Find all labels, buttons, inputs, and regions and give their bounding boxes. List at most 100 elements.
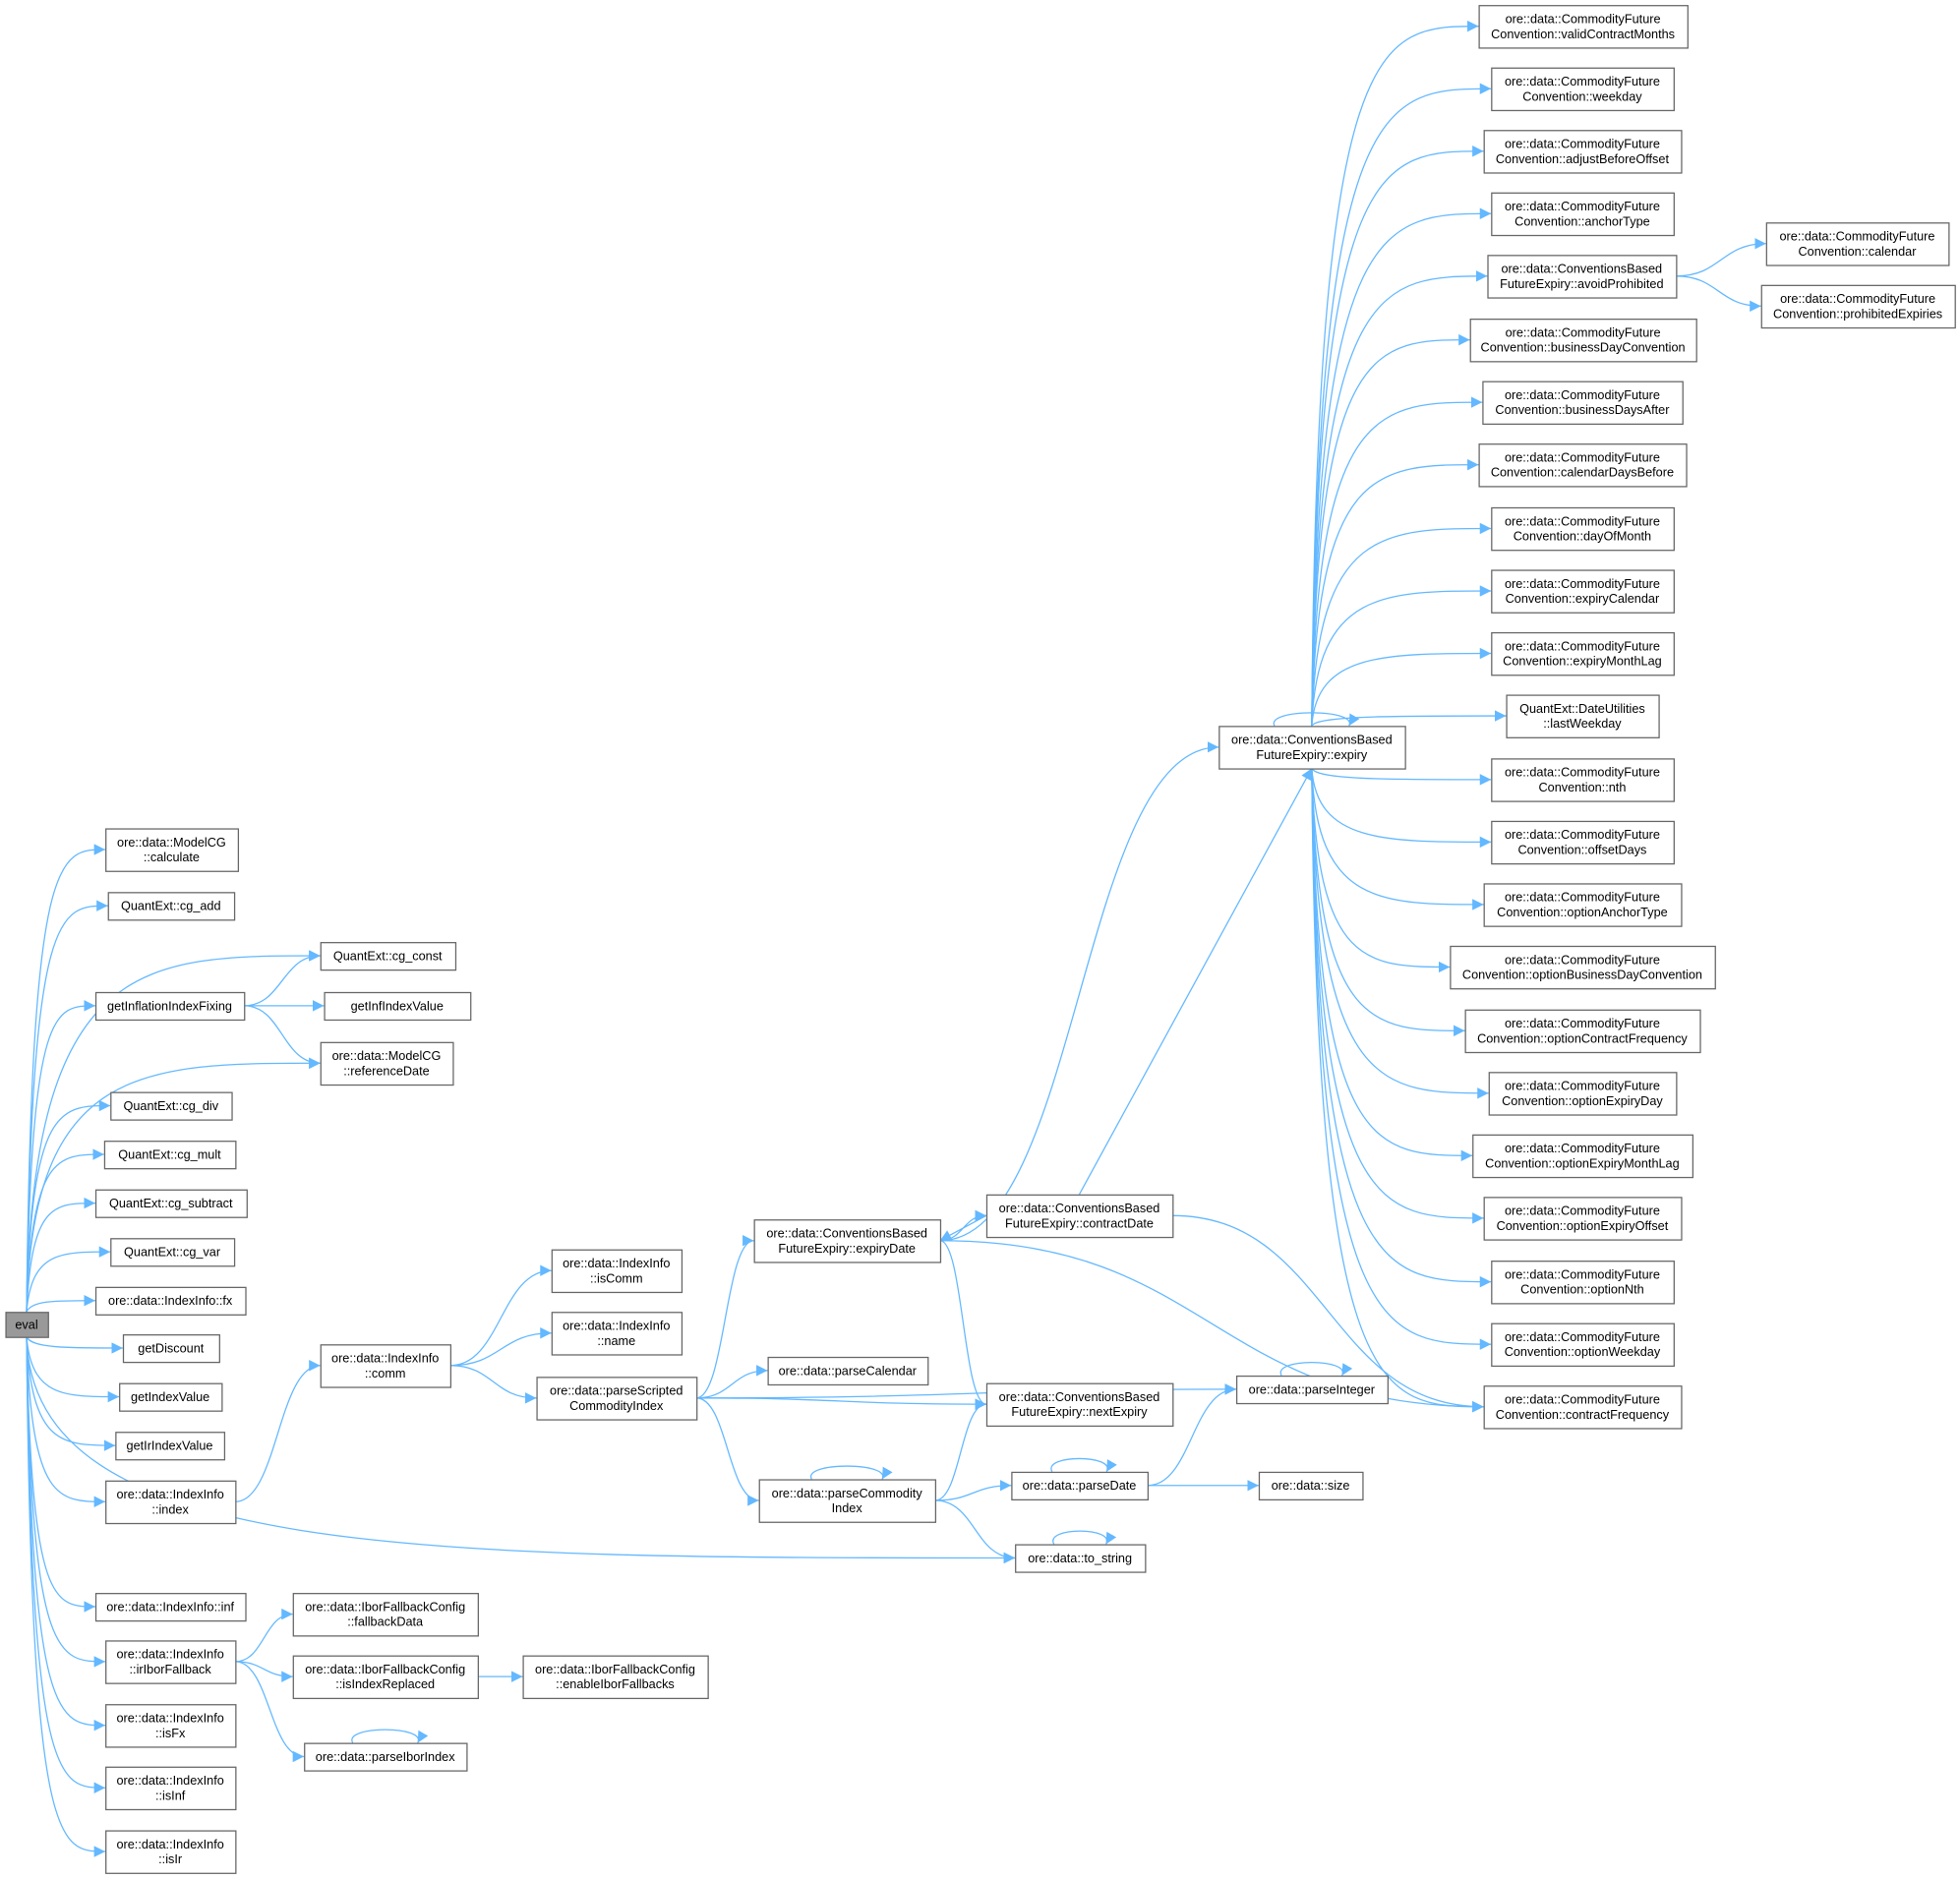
node-label: ::comm — [365, 1367, 406, 1380]
node-isComm[interactable]: ore::data::IndexInfo::isComm — [551, 1249, 683, 1294]
node-adjustBeforeOffset[interactable]: ore::data::CommodityFutureConvention::ad… — [1483, 130, 1683, 174]
node-label: getInflationIndexFixing — [107, 999, 232, 1013]
node-irIborFallback[interactable]: ore::data::IndexInfo::irIborFallback — [105, 1640, 237, 1684]
edge-expiry-to-optionBusinessDayConvention — [1311, 768, 1451, 973]
node-parseIborIndex[interactable]: ore::data::parseIborIndex — [304, 1742, 468, 1772]
node-calculate[interactable]: ore::data::ModelCG::calculate — [105, 828, 240, 872]
edge-getInflationIndexFixing-to-cg_const — [244, 950, 321, 1007]
node-avoidProhibited[interactable]: ore::data::ConventionsBasedFutureExpiry:… — [1487, 255, 1678, 299]
node-enableIborFallbacks[interactable]: ore::data::IborFallbackConfig::enableIbo… — [522, 1655, 709, 1700]
edge-expiry-to-nth — [1311, 768, 1492, 786]
node-parseInteger[interactable]: ore::data::parseInteger — [1235, 1375, 1389, 1405]
node-label: ore::data::parseIborIndex — [316, 1750, 455, 1764]
node-label: Convention::contractFrequency — [1496, 1408, 1670, 1422]
node-label: ore::data::ConventionsBased — [999, 1202, 1160, 1215]
nodes-layer: evalore::data::ModelCG::calculateQuantEx… — [5, 5, 1956, 1874]
node-isIr[interactable]: ore::data::IndexInfo::isIr — [105, 1830, 237, 1874]
node-getDiscount[interactable]: getDiscount — [122, 1334, 220, 1364]
node-fx[interactable]: ore::data::IndexInfo::fx — [94, 1286, 247, 1316]
edge-eval-to-index — [26, 1336, 106, 1507]
edge-expiry-to-optionExpiryOffset — [1311, 768, 1484, 1224]
node-label: ::isIr — [158, 1852, 183, 1866]
node-label: ore::data::CommodityFuture — [1505, 200, 1660, 213]
node-label: ore::data::CommodityFuture — [1505, 891, 1660, 905]
node-fallbackData[interactable]: ore::data::IborFallbackConfig::fallbackD… — [292, 1593, 479, 1637]
node-size[interactable]: ore::data::size — [1258, 1471, 1364, 1501]
node-prohibitedExpiries[interactable]: ore::data::CommodityFutureConvention::pr… — [1760, 284, 1956, 329]
node-parseCalendar[interactable]: ore::data::parseCalendar — [767, 1356, 929, 1386]
node-anchorType[interactable]: ore::data::CommodityFutureConvention::an… — [1491, 192, 1675, 237]
node-contractDate[interactable]: ore::data::ConventionsBasedFutureExpiry:… — [985, 1194, 1174, 1239]
node-isIndexReplaced[interactable]: ore::data::IborFallbackConfig::isIndexRe… — [292, 1655, 479, 1700]
node-label: ore::data::CommodityFuture — [1505, 828, 1660, 842]
node-comm[interactable]: ore::data::IndexInfo::comm — [320, 1344, 452, 1388]
node-businessDayConvention[interactable]: ore::data::CommodityFutureConvention::bu… — [1469, 319, 1697, 363]
node-offsetDays[interactable]: ore::data::CommodityFutureConvention::of… — [1491, 820, 1675, 865]
node-label: ::fallbackData — [347, 1615, 424, 1629]
node-label: getIrIndexValue — [127, 1439, 213, 1453]
node-dayOfMonth[interactable]: ore::data::CommodityFutureConvention::da… — [1491, 506, 1675, 552]
node-contractFrequency[interactable]: ore::data::CommodityFutureConvention::co… — [1483, 1385, 1683, 1430]
node-label: Convention::validContractMonths — [1491, 28, 1675, 41]
node-label: ore::data::ModelCG — [117, 836, 226, 850]
node-name[interactable]: ore::data::IndexInfo::name — [551, 1312, 683, 1356]
node-isInf[interactable]: ore::data::IndexInfo::isInf — [105, 1766, 237, 1811]
node-index[interactable]: ore::data::IndexInfo::index — [105, 1480, 237, 1525]
node-cg_mult[interactable]: QuantExt::cg_mult — [103, 1141, 237, 1170]
node-nth[interactable]: ore::data::CommodityFutureConvention::nt… — [1491, 758, 1675, 802]
edge-expiry-to-businessDayConvention — [1311, 333, 1470, 727]
node-optionExpiryMonthLag[interactable]: ore::data::CommodityFutureConvention::op… — [1472, 1134, 1694, 1179]
node-parseDate[interactable]: ore::data::parseDate — [1011, 1471, 1150, 1501]
node-getIrIndexValue[interactable]: getIrIndexValue — [115, 1432, 226, 1461]
node-optionNth[interactable]: ore::data::CommodityFutureConvention::op… — [1491, 1261, 1675, 1305]
edge-comm-to-name — [449, 1327, 552, 1367]
node-cg_var[interactable]: QuantExt::cg_var — [110, 1238, 236, 1267]
node-cg_subtract[interactable]: QuantExt::cg_subtract — [94, 1189, 248, 1218]
node-label: Convention::offsetDays — [1517, 843, 1646, 856]
node-cg_div[interactable]: QuantExt::cg_div — [110, 1091, 233, 1121]
node-label: ore::data::IndexInfo — [331, 1352, 439, 1366]
node-calendar[interactable]: ore::data::CommodityFutureConvention::ca… — [1765, 222, 1950, 266]
node-label: ore::data::CommodityFuture — [1780, 292, 1935, 306]
node-businessDaysAfter[interactable]: ore::data::CommodityFutureConvention::bu… — [1482, 381, 1684, 426]
node-label: ore::data::CommodityFuture — [1505, 1204, 1660, 1218]
node-expiryDate[interactable]: ore::data::ConventionsBasedFutureExpiry:… — [753, 1219, 942, 1263]
node-expiryCalendar[interactable]: ore::data::CommodityFutureConvention::ex… — [1491, 569, 1675, 614]
node-optionAnchorType[interactable]: ore::data::CommodityFutureConvention::op… — [1483, 883, 1683, 927]
node-isFx[interactable]: ore::data::IndexInfo::isFx — [105, 1704, 237, 1748]
node-optionWeekday[interactable]: ore::data::CommodityFutureConvention::op… — [1491, 1322, 1675, 1368]
node-getIndexValue[interactable]: getIndexValue — [119, 1382, 223, 1412]
node-inf[interactable]: ore::data::IndexInfo::inf — [94, 1593, 247, 1622]
node-label: ::isFx — [155, 1727, 186, 1740]
node-label: ore::data::CommodityFuture — [1506, 325, 1661, 339]
node-weekday[interactable]: ore::data::CommodityFutureConvention::we… — [1491, 67, 1675, 112]
node-optionExpiryDay[interactable]: ore::data::CommodityFutureConvention::op… — [1488, 1072, 1678, 1116]
node-label: Convention::optionExpiryOffset — [1497, 1219, 1669, 1233]
node-getInflationIndexFixing[interactable]: getInflationIndexFixing — [94, 991, 246, 1022]
node-label: ore::data::ConventionsBased — [766, 1227, 927, 1241]
node-optionContractFrequency[interactable]: ore::data::CommodityFutureConvention::op… — [1464, 1009, 1701, 1054]
node-label: Convention::businessDayConvention — [1481, 341, 1686, 355]
node-box — [105, 1480, 237, 1525]
node-validContractMonths[interactable]: ore::data::CommodityFutureConvention::va… — [1478, 5, 1689, 49]
node-optionExpiryOffset[interactable]: ore::data::CommodityFutureConvention::op… — [1483, 1197, 1683, 1241]
node-cg_const[interactable]: QuantExt::cg_const — [320, 942, 457, 971]
node-expiryMonthLag[interactable]: ore::data::CommodityFutureConvention::ex… — [1491, 631, 1675, 676]
edge-eval-to-getInflationIndexFixing — [26, 1000, 95, 1313]
node-box — [985, 1382, 1174, 1428]
node-to_string[interactable]: ore::data::to_string — [1015, 1544, 1147, 1573]
node-expiry[interactable]: ore::data::ConventionsBasedFutureExpiry:… — [1218, 726, 1406, 770]
node-box — [110, 1238, 236, 1267]
node-referenceDate[interactable]: ore::data::ModelCG::referenceDate — [320, 1041, 454, 1086]
node-nextExpiry[interactable]: ore::data::ConventionsBasedFutureExpiry:… — [985, 1382, 1174, 1428]
node-eval[interactable]: eval — [5, 1312, 49, 1338]
node-cg_add[interactable]: QuantExt::cg_add — [107, 892, 236, 921]
node-lastWeekday[interactable]: QuantExt::DateUtilities::lastWeekday — [1506, 694, 1660, 738]
node-optionBusinessDayConvention[interactable]: ore::data::CommodityFutureConvention::op… — [1450, 945, 1716, 990]
node-calendarDaysBefore[interactable]: ore::data::CommodityFutureConvention::ca… — [1478, 443, 1688, 488]
node-getInfIndexValue[interactable]: getInfIndexValue — [324, 991, 472, 1022]
edge-expiry-to-optionExpiryMonthLag — [1311, 768, 1473, 1162]
